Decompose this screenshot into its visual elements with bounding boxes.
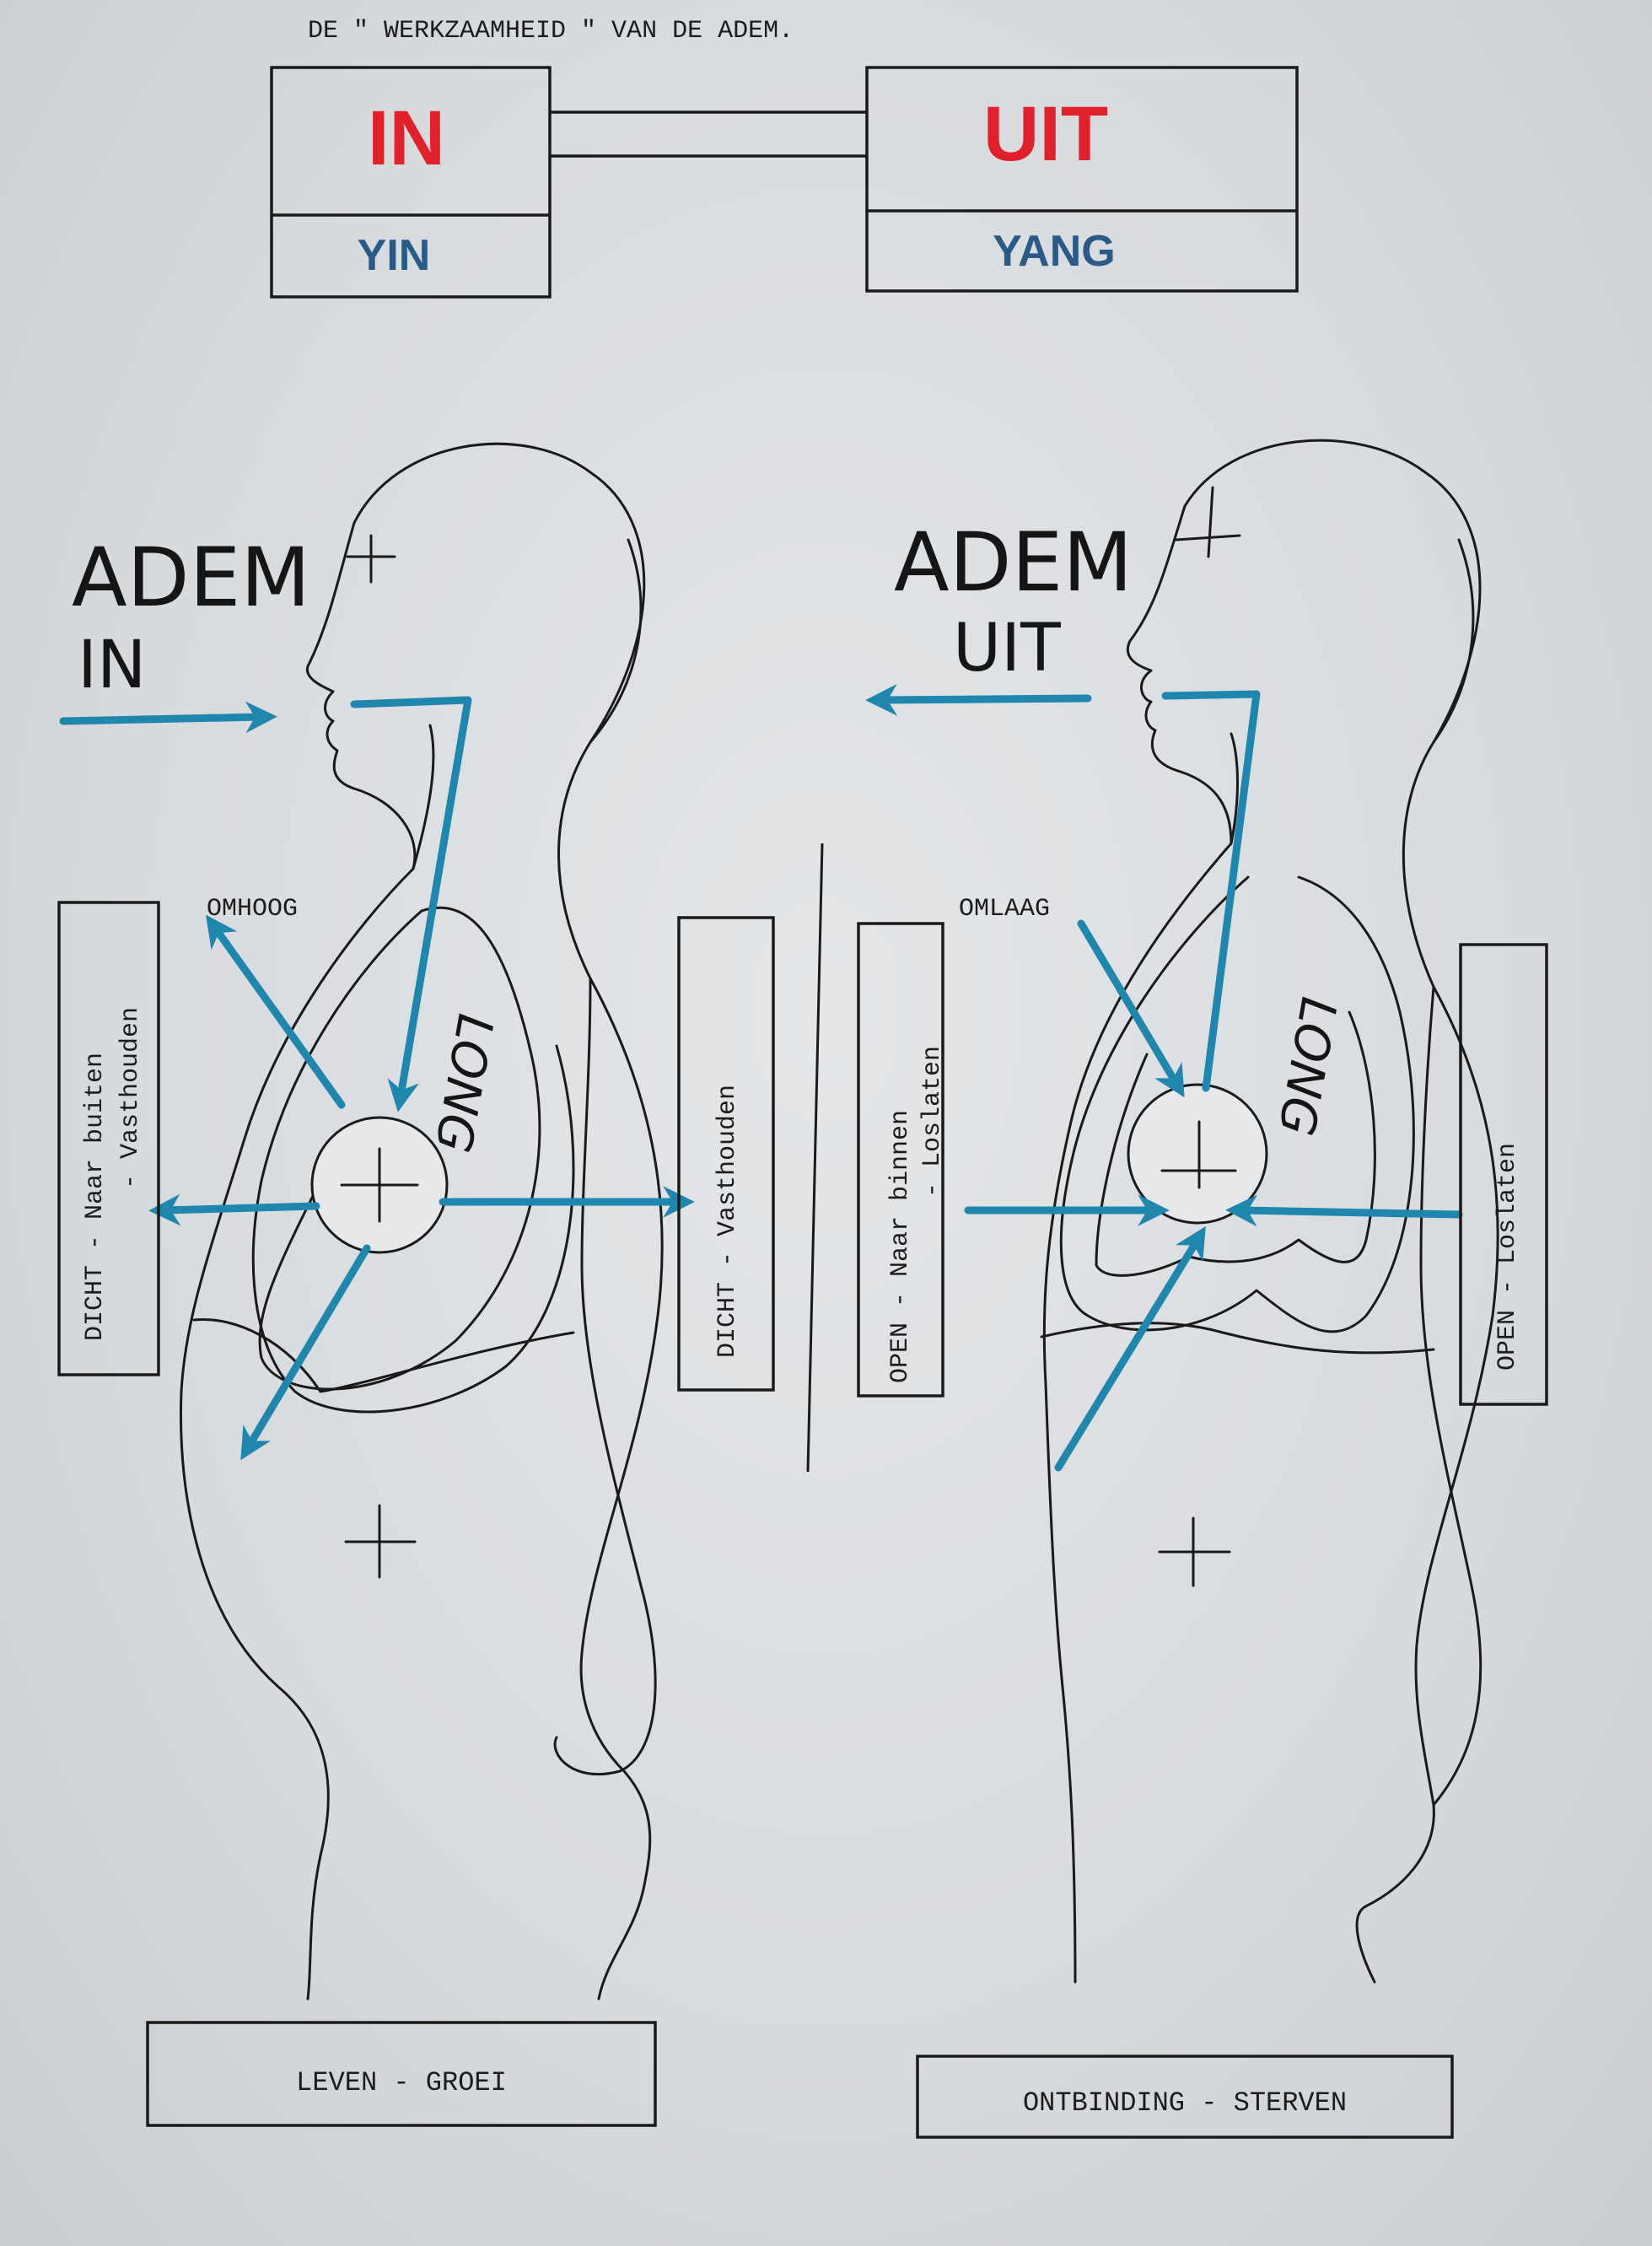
right-long-label: LONG (1267, 994, 1348, 1140)
left-caption-box: LEVEN - GROEI (146, 2021, 657, 2127)
arrow-down-lung-icon (350, 696, 472, 1112)
plus-mark-icon (1158, 1516, 1231, 1587)
svg-text:DICHT - Naar buiten: DICHT - Naar buiten (81, 1053, 110, 1341)
left-center-circle (310, 1116, 449, 1254)
uit-yang-box: UIT YANG (865, 66, 1299, 293)
svg-text:OPEN - Naar binnen: OPEN - Naar binnen (886, 1110, 915, 1383)
center-divider (806, 843, 824, 1473)
left-long-label: LONG (424, 1010, 505, 1157)
right-arrows (865, 683, 1463, 1472)
arrow-down-left-icon (240, 1244, 371, 1461)
svg-text:- Vasthouden: - Vasthouden (116, 1007, 145, 1189)
right-caption-box: ONTBINDING - STERVEN (916, 2055, 1454, 2139)
page-title: DE " WERKZAAMHEID " VAN DE ADEM. (308, 17, 794, 46)
box-connector (550, 110, 867, 158)
yang-label: YANG (993, 227, 1115, 276)
left-side-box-left: DICHT - Naar buiten - Vasthouden (57, 901, 160, 1376)
right-body-outline (1040, 439, 1499, 1984)
left-body-outline (180, 442, 664, 2001)
right-side-box-right: OPEN - Loslaten (1459, 943, 1548, 1406)
plus-mark-icon (344, 1504, 417, 1579)
svg-text:DICHT - Vasthouden: DICHT - Vasthouden (713, 1085, 742, 1358)
arrow-in-right-icon (1225, 1194, 1463, 1227)
arrow-out-icon (865, 683, 1092, 716)
left-adem-label: ADEM (72, 531, 310, 625)
arrow-in-icon (59, 701, 277, 734)
omlaag-label: OMLAAG (959, 895, 1050, 924)
arrow-omlaag-icon (1077, 919, 1185, 1098)
omhoog-label: OMHOOG (207, 895, 298, 924)
arrow-omhoog-icon (206, 914, 346, 1109)
svg-text:ONTBINDING - STERVEN: ONTBINDING - STERVEN (1023, 2087, 1347, 2119)
left-side-box-right: DICHT - Vasthouden (677, 916, 775, 1392)
right-direction-label: UIT (953, 611, 1061, 687)
right-side-box-left: OPEN - Naar binnen - Loslaten (857, 922, 947, 1398)
arrow-left-icon (148, 1193, 320, 1226)
arrow-in-bottom-icon (1054, 1225, 1206, 1472)
yin-label: YIN (358, 231, 431, 280)
plus-mark-icon (346, 534, 396, 584)
plus-mark-icon (1175, 486, 1241, 558)
uit-label: UIT (983, 91, 1108, 177)
in-yin-box: IN YIN (270, 66, 552, 299)
left-arrows (59, 696, 695, 1461)
svg-text:- Loslaten: - Loslaten (918, 1046, 947, 1198)
left-direction-label: IN (78, 627, 146, 703)
arrow-up-from-lung-icon (1161, 690, 1261, 1092)
svg-text:OPEN - Loslaten: OPEN - Loslaten (1493, 1143, 1522, 1371)
in-label: IN (368, 95, 445, 181)
right-center-circle (1127, 1083, 1268, 1225)
right-adem-label: ADEM (894, 515, 1133, 610)
svg-text:LEVEN - GROEI: LEVEN - GROEI (296, 2067, 507, 2098)
